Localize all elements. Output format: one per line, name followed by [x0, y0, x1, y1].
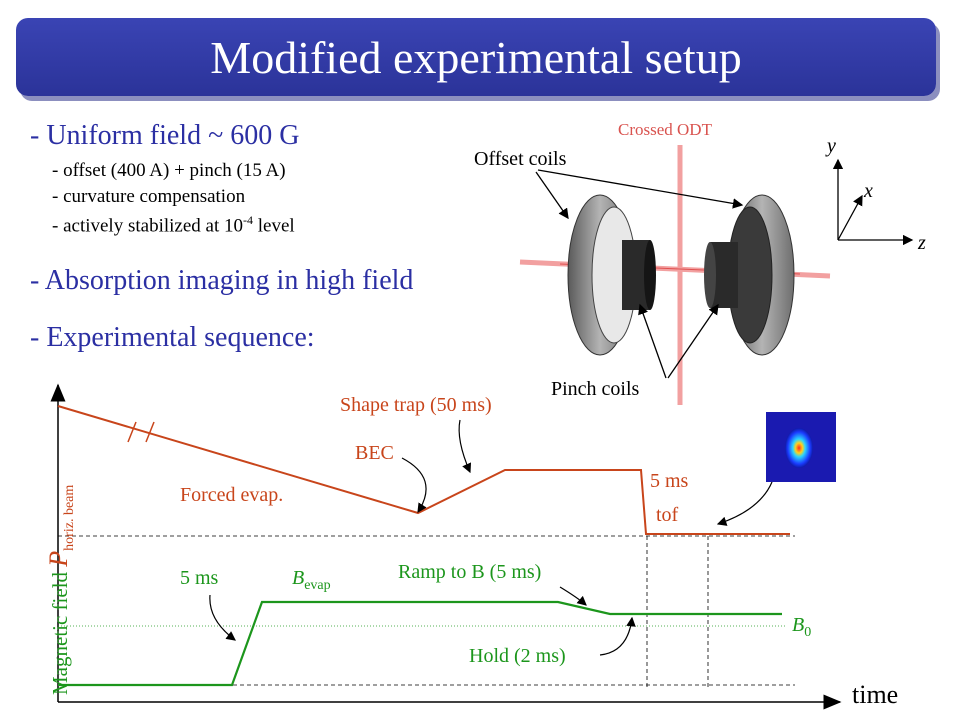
- b0-label: B0: [792, 614, 812, 640]
- b-evap-label: Bevap: [292, 567, 331, 593]
- ramp-to-b-label: Ramp to B (5 ms): [398, 561, 542, 583]
- pinch-coils-label: Pinch coils: [551, 378, 640, 400]
- right-offset-coil: [704, 194, 795, 356]
- axis-x-label: x: [864, 180, 873, 202]
- shape-trap-label: Shape trap (50 ms): [340, 394, 492, 416]
- slide-title: Modified experimental setup: [210, 32, 742, 83]
- x-axis-label: time: [852, 680, 899, 709]
- sub-bullet-stabilized: - actively stabilized at 10-4 level: [52, 213, 295, 237]
- tof-duration-label: 5 ms: [650, 470, 689, 492]
- sequence-callouts: [209, 419, 773, 656]
- forced-evap-label: Forced evap.: [180, 484, 284, 506]
- bullet-absorption-imaging: - Absorption imaging in high field: [30, 265, 414, 296]
- guide-lines: [58, 535, 795, 688]
- title-bar: Modified experimental setup: [16, 18, 936, 96]
- sequence-axes: [50, 383, 842, 710]
- left-offset-coil: [567, 194, 656, 356]
- tof-label: tof: [656, 504, 679, 526]
- sub-bullet-offset: - offset (400 A) + pinch (15 A): [52, 160, 286, 181]
- bullet-experimental-sequence: - Experimental sequence:: [30, 322, 315, 353]
- power-trace: [57, 405, 790, 535]
- axis-y-label: y: [827, 135, 836, 157]
- hold-label: Hold (2 ms): [469, 645, 566, 667]
- bullet-uniform-field: - Uniform field ~ 600 G: [30, 120, 300, 151]
- axis-z-label: z: [918, 232, 926, 254]
- sub-bullet-curvature: - curvature compensation: [52, 186, 246, 207]
- offset-coils-label: Offset coils: [474, 148, 567, 170]
- y-axis-label: Magnetic field Phoriz. beam: [44, 484, 78, 695]
- ramp-duration-label: 5 ms: [180, 567, 219, 589]
- crossed-odt-label: Crossed ODT: [618, 120, 712, 139]
- bec-label: BEC: [355, 442, 394, 464]
- coordinate-axes: [832, 158, 914, 246]
- tof-absorption-image: [766, 412, 836, 482]
- coil-callouts: [535, 169, 744, 379]
- field-trace: [58, 600, 782, 687]
